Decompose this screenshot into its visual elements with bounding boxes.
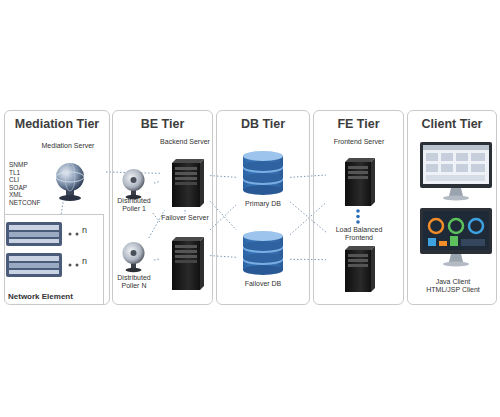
dotted-connector xyxy=(290,259,326,260)
node-label: Load Balanced Frontend xyxy=(326,226,392,242)
dotted-connector xyxy=(153,213,160,222)
dotted-connector xyxy=(290,202,326,232)
component-node: Failover Server xyxy=(160,214,210,294)
dotted-connector xyxy=(61,200,63,214)
component-node: Distributed Poller 1 xyxy=(114,165,154,213)
component-node: Failover DB xyxy=(236,230,290,288)
tier-panel: DB TierPrimary DB Failover DB xyxy=(216,110,310,305)
server-tower-icon xyxy=(172,159,204,290)
mediation-server-icon xyxy=(56,163,84,201)
database-icon xyxy=(243,151,283,275)
node-label: Network Element xyxy=(8,293,103,301)
tier-heading: Mediation Tier xyxy=(5,117,109,131)
protocol-name: NETCONF xyxy=(9,199,40,206)
component-node: Distributed Poller N xyxy=(114,238,154,290)
component-node: Load Balanced Frontend xyxy=(326,226,392,294)
dotted-connector xyxy=(210,256,236,258)
node-label: Mediation Server xyxy=(30,142,106,150)
node-label: Failover DB xyxy=(236,280,290,288)
protocol-name: XML xyxy=(9,191,22,198)
poller-icon xyxy=(123,169,145,272)
node-label: Frontend Server xyxy=(326,138,392,146)
server-tower-icon xyxy=(345,158,375,292)
tier-panel: BE TierDistributed Poller 1 Backend Serve… xyxy=(112,110,213,305)
monitor-icon xyxy=(420,142,492,267)
protocol-name: TL1 xyxy=(9,169,20,176)
node-label: Distributed Poller N xyxy=(114,274,154,290)
component-node: Java ClientHTML/JSP Client xyxy=(410,138,496,294)
network-element-group: Network Element xyxy=(4,214,104,305)
dotted-connector xyxy=(154,181,160,183)
dotted-connector xyxy=(210,205,236,230)
component-node: Primary DB xyxy=(236,150,290,208)
protocol-name: SNMP xyxy=(9,161,28,168)
count-label: n xyxy=(82,227,87,234)
node-label: Failover Server xyxy=(160,214,210,222)
tier-heading: BE Tier xyxy=(113,117,212,131)
node-label: Java Client xyxy=(410,278,496,286)
tier-heading: DB Tier xyxy=(217,117,309,131)
component-node: Mediation Server xyxy=(30,142,106,200)
dotted-connector xyxy=(290,175,326,177)
tier-panel: FE TierFrontend ServerLoad Balanced Fron… xyxy=(313,110,404,305)
tier-heading: Client Tier xyxy=(408,117,496,131)
protocol-name: SOAP xyxy=(9,184,27,191)
tier-panel: Mediation TierMediation ServerNetwork El… xyxy=(4,110,110,305)
dotted-connector xyxy=(185,210,186,214)
node-label: HTML/JSP Client xyxy=(410,286,496,294)
node-label: Backend Server xyxy=(160,138,210,146)
node-label: Distributed Poller 1 xyxy=(114,197,154,213)
tier-panel: Client TierJava ClientHTML/JSP Client xyxy=(407,110,497,305)
component-node: Backend Server xyxy=(160,138,210,210)
protocol-name: CLI xyxy=(9,176,19,183)
component-node: Frontend Server xyxy=(326,138,392,208)
tier-heading: FE Tier xyxy=(314,117,403,131)
dotted-connector xyxy=(154,259,160,260)
network-device-icon xyxy=(6,222,79,277)
dotted-connector xyxy=(210,201,236,230)
node-label: Primary DB xyxy=(236,200,290,208)
dotted-connector xyxy=(210,176,236,178)
dotted-connector xyxy=(290,203,326,235)
count-label: n xyxy=(82,258,87,265)
